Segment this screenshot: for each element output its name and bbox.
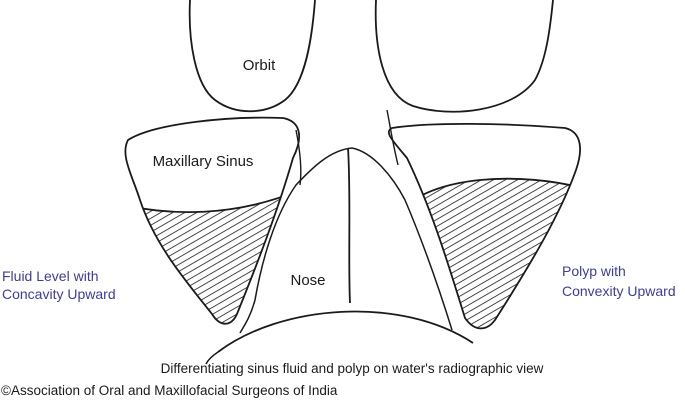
- polyp-label-line2: Convexity Upward: [562, 283, 676, 299]
- left-orbit-outline: [188, 0, 316, 113]
- nose-right-wall: [351, 147, 453, 331]
- orbit-label: Orbit: [243, 57, 276, 74]
- palate-arc: [217, 310, 474, 353]
- nasal-septum: [347, 147, 351, 304]
- maxillary-sinus-label: Maxillary Sinus: [153, 153, 254, 170]
- polyp-label-line1: Polyp with: [562, 263, 626, 279]
- fluid-level-label-line1: Fluid Level with: [2, 268, 99, 284]
- right-inner-wall-line: [386, 109, 399, 166]
- right-orbit-outline: [374, 0, 554, 113]
- left-inner-wall-line: [295, 129, 302, 186]
- nose-left-wall: [239, 147, 353, 334]
- copyright-notice: ©Association of Oral and Maxillofacial S…: [1, 383, 338, 398]
- nose-label: Nose: [290, 272, 325, 289]
- palate-arc-left-tail: [205, 351, 219, 365]
- fluid-level-label-line2: Concavity Upward: [2, 286, 116, 302]
- figure-caption: Differentiating sinus fluid and polyp on…: [161, 361, 544, 376]
